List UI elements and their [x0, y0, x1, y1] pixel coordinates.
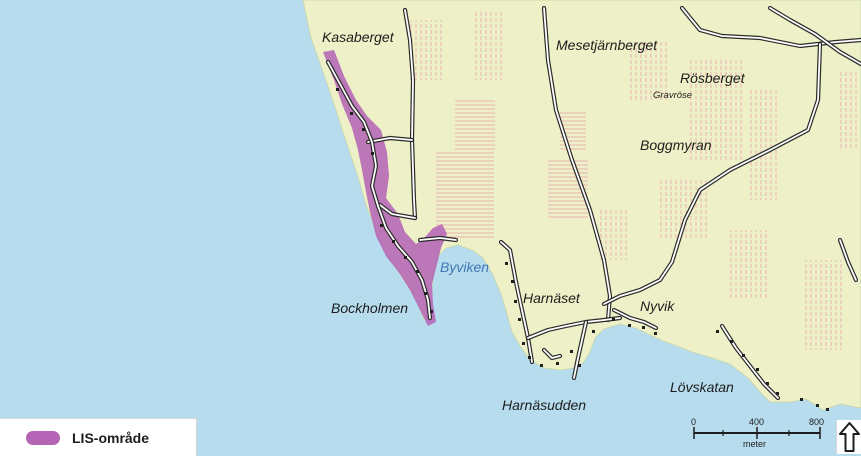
place-label-lovskatan: Lövskatan: [670, 379, 734, 395]
scale-bar: 0 400 800 meter: [691, 417, 824, 449]
north-arrow-icon: [836, 420, 861, 454]
lis-area-shape: [323, 50, 447, 326]
place-label-kasaberget: Kasaberget: [322, 29, 395, 45]
place-label-bockholmen: Bockholmen: [331, 300, 408, 316]
place-label-boggmyran: Boggmyran: [640, 137, 712, 153]
place-label-harnaset: Harnäset: [523, 290, 581, 306]
place-label-byviken: Byviken: [440, 259, 489, 275]
place-label-gravrose: Gravröse: [653, 90, 692, 101]
place-label-harnasudden: Harnäsudden: [502, 397, 586, 413]
map-legend: LIS-område: [0, 418, 197, 456]
scale-tick-0: 0: [691, 417, 696, 427]
legend-label-lis: LIS-område: [72, 429, 150, 446]
place-label-rosberget: Rösberget: [680, 70, 746, 86]
place-label-nyvik: Nyvik: [640, 298, 675, 314]
scale-unit: meter: [743, 439, 766, 449]
road-network: [325, 5, 861, 401]
lis-area-swatch: [26, 430, 60, 445]
scale-tick-800: 800: [809, 417, 824, 427]
place-label-mesetjarnberget: Mesetjärnberget: [556, 37, 658, 53]
scale-tick-400: 400: [749, 417, 764, 427]
buildings: [336, 88, 829, 411]
